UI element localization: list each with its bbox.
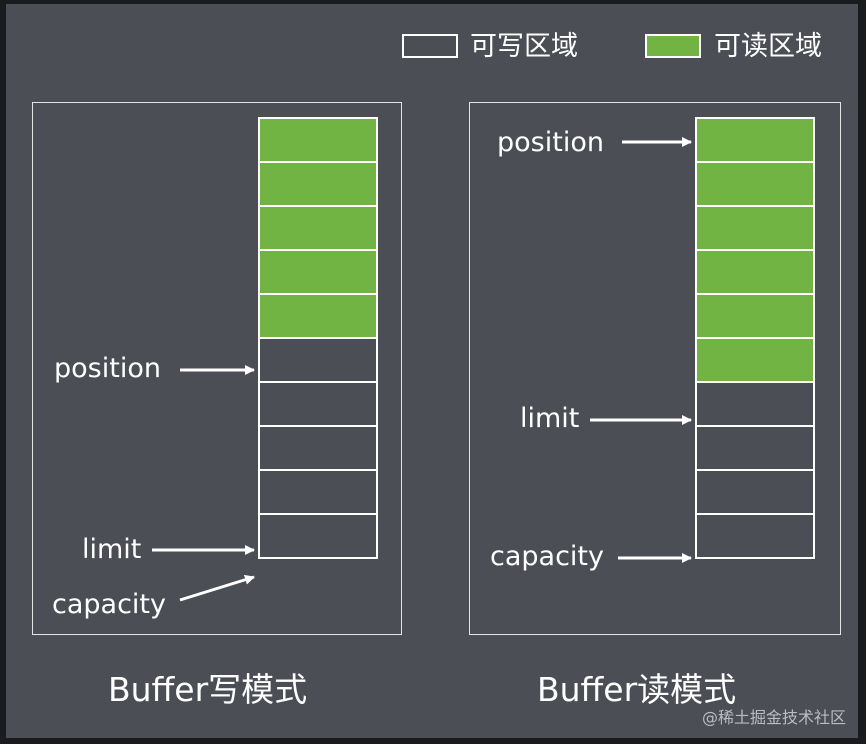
write-position-label: position [54,353,161,384]
legend-readable-swatch [645,34,701,58]
legend-readable-label: 可读区域 [714,31,822,62]
writable-cell [258,513,378,559]
writable-cell [258,337,378,383]
readable-cell [258,117,378,163]
writable-cell [695,381,815,427]
readable-cell [258,249,378,295]
readable-cell [695,337,815,383]
readable-cell [695,293,815,339]
read-mode-caption: Buffer读模式 [537,670,737,709]
legend-writable-swatch [402,34,458,58]
read-limit-label: limit [520,403,580,434]
readable-cell [695,117,815,163]
writable-cell [695,513,815,559]
watermark: @稀土掘金技术社区 [701,708,846,727]
writable-cell [258,469,378,515]
read-mode-buffer [695,117,815,559]
read-mode-panel [469,102,841,635]
write-mode-caption: Buffer写模式 [108,670,308,709]
write-mode-panel [32,102,402,635]
writable-cell [258,425,378,471]
writable-cell [258,381,378,427]
writable-cell [695,469,815,515]
readable-cell [258,161,378,207]
write-mode-buffer [258,117,378,559]
readable-cell [258,293,378,339]
read-position-label: position [497,127,604,158]
readable-cell [258,205,378,251]
legend-writable-label: 可写区域 [470,31,578,62]
write-limit-label: limit [82,534,142,565]
readable-cell [695,205,815,251]
readable-cell [695,161,815,207]
writable-cell [695,425,815,471]
read-capacity-label: capacity [490,541,604,572]
readable-cell [695,249,815,295]
write-capacity-label: capacity [52,589,166,620]
